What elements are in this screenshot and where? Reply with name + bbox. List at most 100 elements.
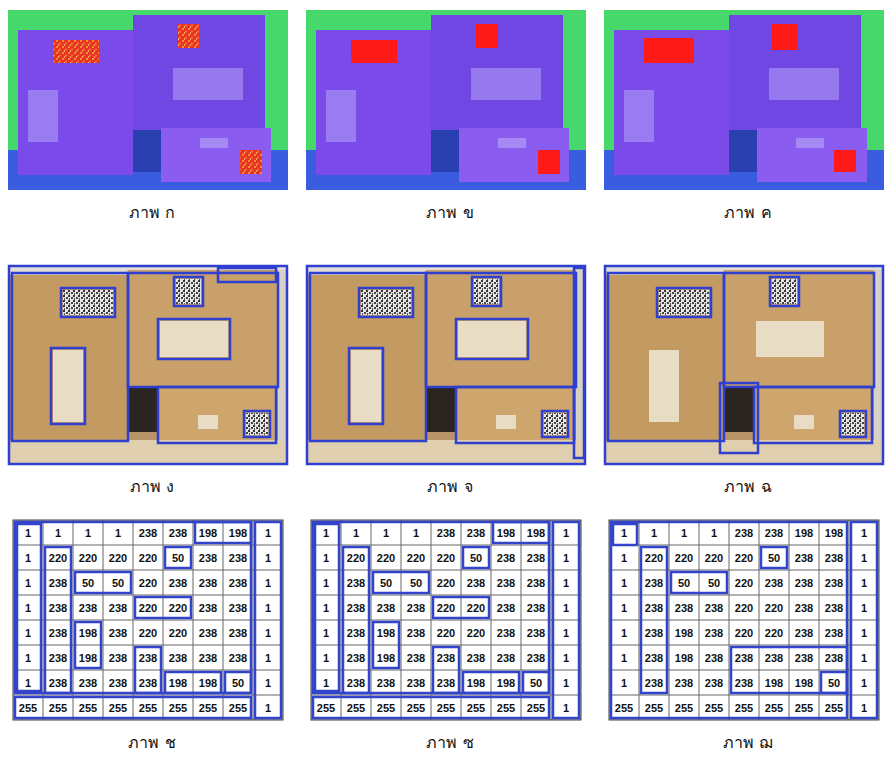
table-cell-value: 238 (431, 520, 461, 545)
table-cell-value: 1 (43, 520, 73, 545)
table-cell-value: 50 (401, 570, 431, 595)
figure-panel: ภาพ ง (8, 262, 296, 498)
table-cell-value: 1 (253, 595, 283, 620)
table-cell-value: 238 (193, 545, 223, 570)
table-cell-value: 50 (669, 570, 699, 595)
table-cell-value: 255 (729, 695, 759, 720)
table-cell-value: 238 (819, 570, 849, 595)
table-cell-value: 220 (133, 595, 163, 620)
table-cell-value: 1 (253, 620, 283, 645)
table-cell-value: 238 (371, 595, 401, 620)
table-cell-value: 1 (551, 620, 581, 645)
table-cell-value: 238 (223, 645, 253, 670)
table-cell-value: 238 (729, 645, 759, 670)
table-cell-value: 1 (609, 620, 639, 645)
table-cell-value: 238 (639, 620, 669, 645)
table-cell-value: 1 (849, 645, 879, 670)
table-cell-value: 1 (551, 545, 581, 570)
table-cell-value: 238 (521, 570, 551, 595)
table-cell-value: 238 (699, 670, 729, 695)
table-cell-value: 220 (669, 545, 699, 570)
table-cell-value: 255 (491, 695, 521, 720)
table-cell-value: 238 (819, 645, 849, 670)
table-cell-value: 1 (551, 570, 581, 595)
table-cell-value: 238 (639, 570, 669, 595)
table-cell-value: 1 (609, 595, 639, 620)
table-cell-value: 238 (699, 620, 729, 645)
detection-photo (306, 265, 586, 465)
table-cell-value: 1 (311, 570, 341, 595)
table-cell-value: 238 (193, 645, 223, 670)
table-cell-value: 1 (609, 545, 639, 570)
table-cell-value: 238 (193, 620, 223, 645)
table-cell-value: 238 (43, 570, 73, 595)
table-cell-value: 220 (43, 545, 73, 570)
table-cell-value: 238 (491, 620, 521, 645)
table-cell-value: 238 (133, 670, 163, 695)
table-cell-value: 238 (193, 595, 223, 620)
table-cell-value: 238 (729, 520, 759, 545)
table-cell-value: 50 (163, 545, 193, 570)
table-cell-value: 198 (669, 620, 699, 645)
table-cell-value: 220 (461, 595, 491, 620)
table-cell-value: 220 (73, 545, 103, 570)
table-cell-value: 198 (789, 520, 819, 545)
table-cell-value: 255 (311, 695, 341, 720)
table-cell-value: 238 (789, 645, 819, 670)
table-cell-value: 238 (789, 570, 819, 595)
table-cell-value: 238 (521, 595, 551, 620)
table-cell-value: 1 (609, 645, 639, 670)
table-cell-value: 238 (103, 670, 133, 695)
table-cell-value: 1 (311, 620, 341, 645)
table-cell-value: 198 (73, 645, 103, 670)
table-cell-value: 255 (43, 695, 73, 720)
segmentation-image (604, 10, 884, 190)
segmentation-image (8, 10, 288, 190)
table-cell-value: 238 (43, 620, 73, 645)
table-cell-value: 238 (759, 520, 789, 545)
table-cell-value: 1 (551, 695, 581, 720)
table-cell-value: 238 (223, 595, 253, 620)
figure-caption: ภาพ ข (306, 202, 594, 224)
table-cell-value: 220 (103, 545, 133, 570)
table-cell-value: 198 (759, 670, 789, 695)
table-cell-value: 1 (13, 620, 43, 645)
table-cell-value: 238 (401, 595, 431, 620)
table-cell-value: 1 (551, 520, 581, 545)
table-cell-value: 1 (669, 520, 699, 545)
table-cell-value: 238 (819, 595, 849, 620)
table-cell-value: 50 (819, 670, 849, 695)
table-cell-value: 220 (729, 545, 759, 570)
table-cell-value: 238 (491, 595, 521, 620)
table-cell-value: 198 (73, 620, 103, 645)
table-cell-value: 198 (521, 520, 551, 545)
figure-panel: ภาพ ค (604, 8, 892, 224)
table-cell-value: 220 (759, 620, 789, 645)
table-cell-value: 238 (789, 545, 819, 570)
table-cell-value: 1 (849, 620, 879, 645)
table-cell-value: 1 (253, 695, 283, 720)
table-cell-value: 198 (491, 670, 521, 695)
table-cell-value: 220 (639, 545, 669, 570)
table-cell-value: 220 (163, 620, 193, 645)
table-cell-value: 50 (371, 570, 401, 595)
table-cell-value: 255 (341, 695, 371, 720)
table-cell-value: 238 (193, 570, 223, 595)
table-cell-value: 238 (431, 645, 461, 670)
table-cell-value: 238 (491, 545, 521, 570)
table-cell-value: 238 (223, 570, 253, 595)
table-cell-value: 238 (73, 595, 103, 620)
table-cell-value: 1 (253, 670, 283, 695)
figure-caption: ภาพ ช (8, 732, 296, 754)
table-cell-value: 1 (609, 520, 639, 545)
table-cell-value: 50 (461, 545, 491, 570)
table-cell-value: 1 (551, 645, 581, 670)
table-cell-value: 238 (669, 595, 699, 620)
table-cell-value: 220 (759, 595, 789, 620)
table-cell-value: 198 (669, 645, 699, 670)
table-cell-value: 1 (253, 545, 283, 570)
table-cell-value: 238 (491, 645, 521, 670)
detection-photo (8, 265, 288, 465)
table-cell-value: 238 (103, 645, 133, 670)
